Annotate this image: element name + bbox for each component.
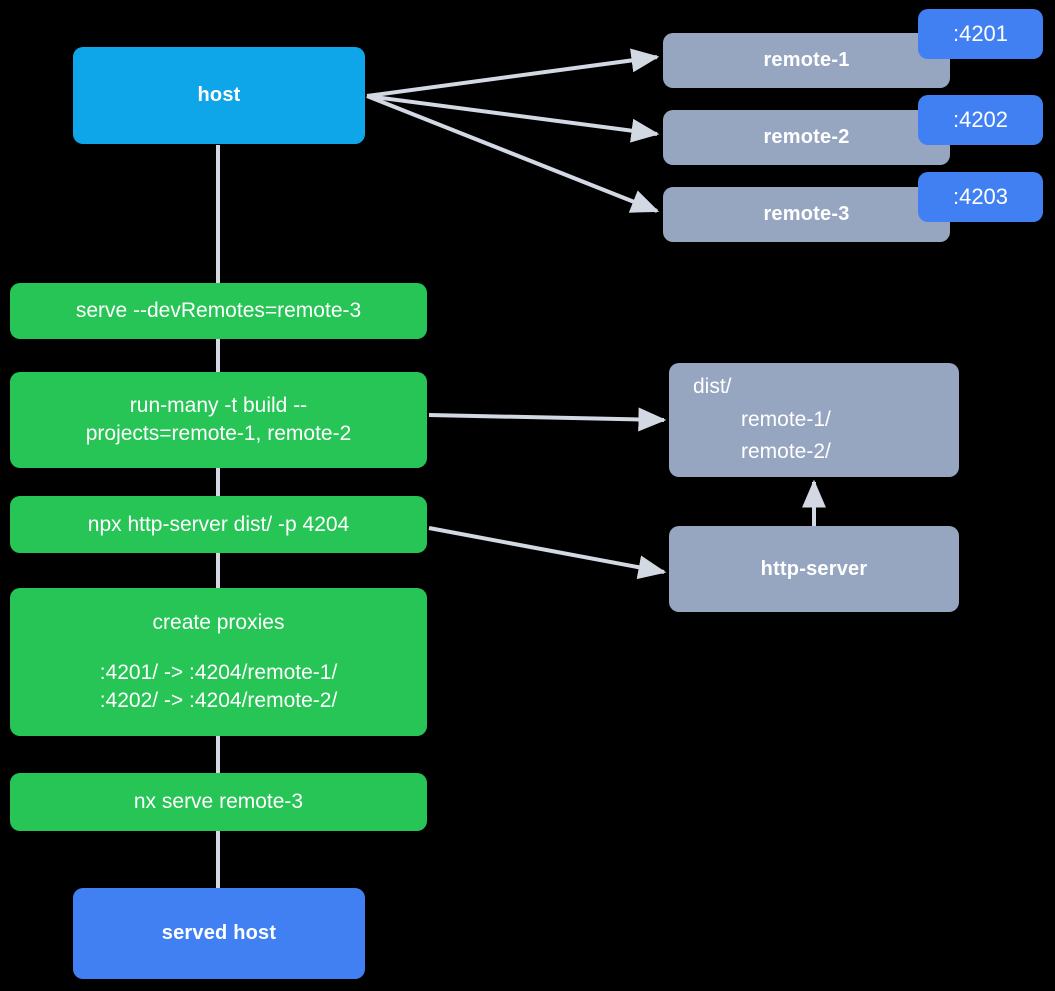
edge-host-to-remote-1 bbox=[366, 48, 660, 98]
node-http-server-label: http-server bbox=[760, 557, 868, 580]
node-cmd-nx-serve-remote-3-label: nx serve remote-3 bbox=[133, 790, 304, 814]
node-cmd-create-proxies[interactable]: create proxies :4201/ -> :4204/remote-1/… bbox=[10, 588, 427, 736]
badge-remote-2-port[interactable]: :4202 bbox=[918, 95, 1043, 145]
badge-remote-3-port[interactable]: :4203 bbox=[918, 172, 1043, 222]
node-cmd-serve-devremotes-label: serve --devRemotes=remote-3 bbox=[75, 299, 362, 323]
node-cmd-nx-serve-remote-3[interactable]: nx serve remote-3 bbox=[10, 773, 427, 831]
edge-npx-to-http-server bbox=[428, 526, 667, 580]
node-dist-root-label: dist/ bbox=[693, 375, 732, 399]
node-dist-directory[interactable]: dist/ remote-1/ remote-2/ bbox=[669, 363, 959, 477]
node-dist-child-remote-2: remote-2/ bbox=[741, 440, 831, 464]
node-served-host[interactable]: served host bbox=[73, 888, 365, 979]
badge-remote-1-port-label: :4201 bbox=[952, 21, 1009, 46]
node-cmd-create-proxies-title: create proxies bbox=[152, 611, 285, 635]
badge-remote-3-port-label: :4203 bbox=[952, 184, 1009, 209]
node-cmd-run-many-line2: projects=remote-1, remote-2 bbox=[85, 422, 352, 445]
node-remote-2-label: remote-2 bbox=[763, 126, 850, 148]
badge-remote-1-port[interactable]: :4201 bbox=[918, 9, 1043, 59]
node-remote-3-label: remote-3 bbox=[763, 203, 850, 225]
node-served-host-label: served host bbox=[161, 922, 277, 944]
node-host-label: host bbox=[197, 84, 241, 106]
node-remote-1-label: remote-1 bbox=[763, 49, 850, 71]
node-http-server[interactable]: http-server bbox=[669, 526, 959, 612]
badge-remote-2-port-label: :4202 bbox=[952, 107, 1009, 132]
node-host[interactable]: host bbox=[73, 47, 365, 144]
node-cmd-run-many[interactable]: run-many -t build -- projects=remote-1, … bbox=[10, 372, 427, 468]
node-remote-2[interactable]: remote-2 bbox=[663, 110, 950, 165]
node-cmd-create-proxies-mapping-2: :4202/ -> :4204/remote-2/ bbox=[99, 688, 338, 712]
node-dist-child-remote-1: remote-1/ bbox=[741, 407, 831, 431]
node-cmd-serve-devremotes[interactable]: serve --devRemotes=remote-3 bbox=[10, 283, 427, 339]
node-remote-1[interactable]: remote-1 bbox=[663, 33, 950, 88]
node-cmd-npx-http-server-label: npx http-server dist/ -p 4204 bbox=[87, 512, 350, 536]
node-cmd-create-proxies-mapping-1: :4201/ -> :4204/remote-1/ bbox=[99, 661, 338, 685]
edge-run-many-to-dist bbox=[428, 407, 667, 432]
node-remote-3[interactable]: remote-3 bbox=[663, 187, 950, 242]
node-cmd-run-many-line1: run-many -t build -- bbox=[129, 394, 308, 418]
edge-host-to-remote-2 bbox=[366, 94, 660, 143]
node-cmd-npx-http-server[interactable]: npx http-server dist/ -p 4204 bbox=[10, 496, 427, 553]
edge-host-to-remote-3 bbox=[366, 94, 660, 213]
